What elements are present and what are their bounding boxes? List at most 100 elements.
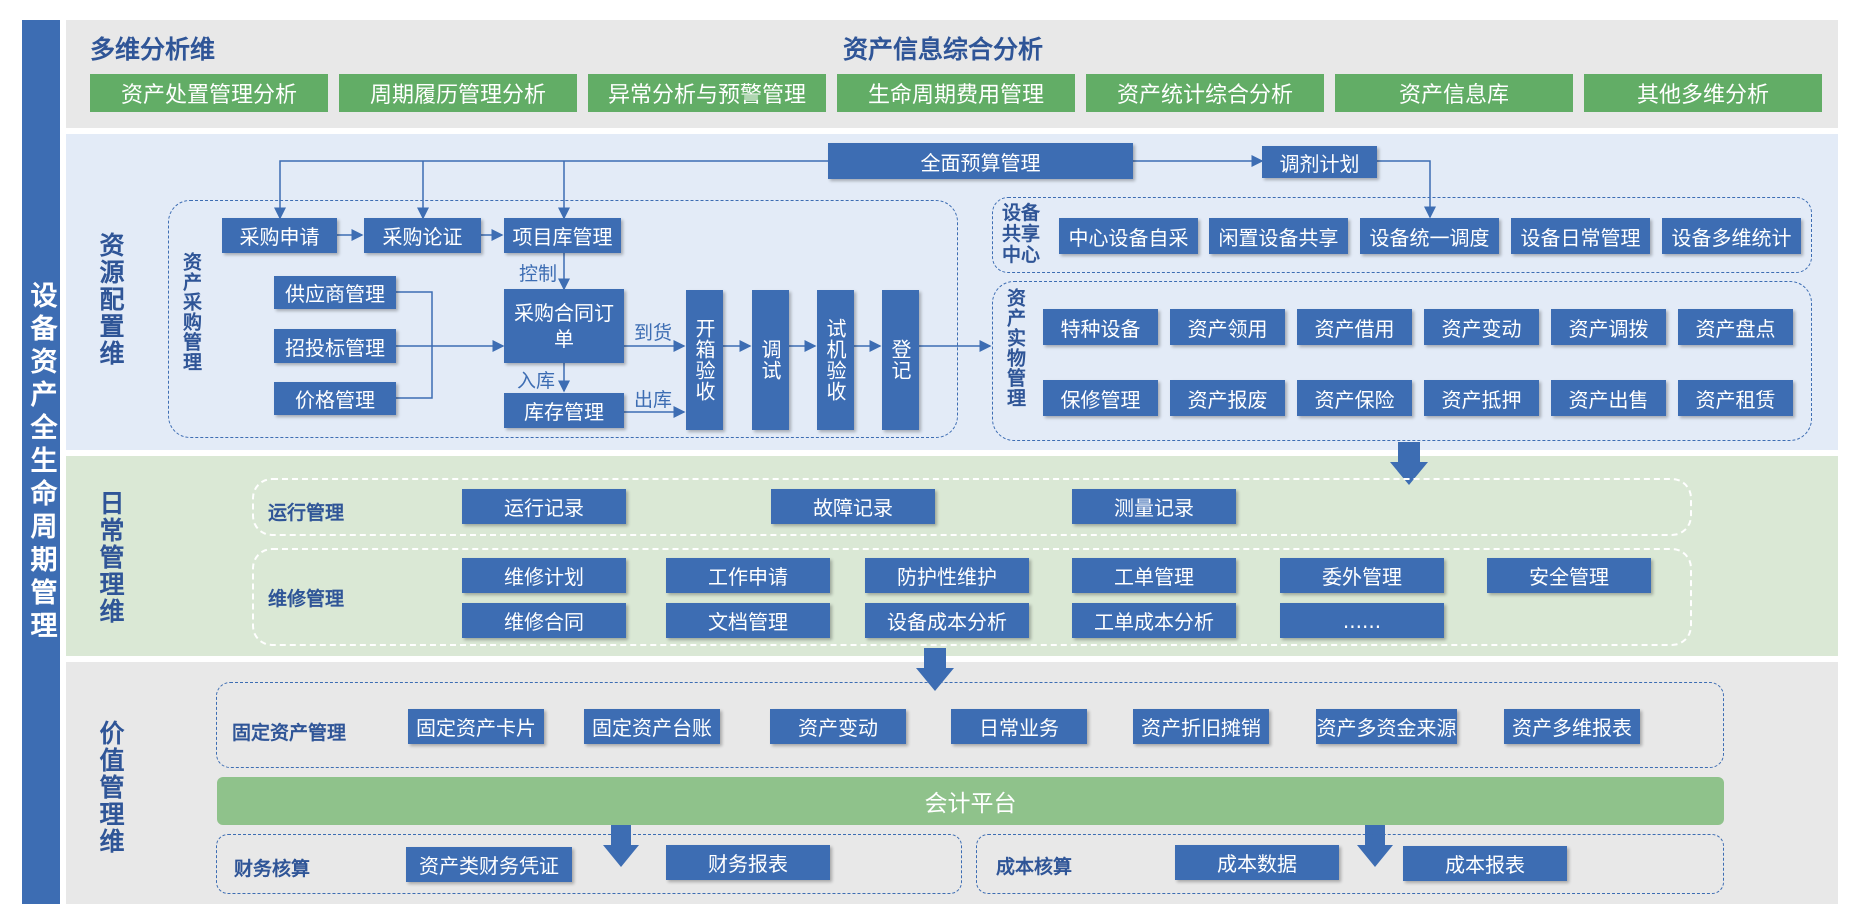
- accounting-platform[interactable]: 会计平台: [217, 777, 1724, 825]
- analysis-title: 资产信息综合分析: [843, 35, 1044, 64]
- share-center-group: [992, 197, 1812, 273]
- purchase-group: [168, 200, 958, 438]
- physical-sale[interactable]: 资产出售: [1551, 380, 1666, 416]
- purchase-request-box[interactable]: 采购申请: [222, 218, 337, 253]
- physical-insurance[interactable]: 资产保险: [1297, 380, 1412, 416]
- fixed-depreciation[interactable]: 资产折旧摊销: [1133, 709, 1269, 744]
- price-box[interactable]: 价格管理: [274, 382, 396, 415]
- cost-report[interactable]: 成本报表: [1403, 846, 1567, 881]
- share-item-dispatch[interactable]: 设备统一调度: [1360, 218, 1499, 254]
- fixed-change[interactable]: 资产变动: [770, 709, 906, 744]
- analysis-item-statistics[interactable]: 资产统计综合分析: [1086, 74, 1324, 112]
- maint-label: 维修管理: [268, 588, 345, 610]
- physical-receive[interactable]: 资产领用: [1170, 309, 1285, 345]
- physical-transfer[interactable]: 资产调拨: [1551, 309, 1666, 345]
- finance-voucher[interactable]: 资产类财务凭证: [406, 847, 572, 882]
- run-group: [252, 478, 1692, 536]
- arrow-platform-finance: [603, 825, 639, 867]
- supplier-box[interactable]: 供应商管理: [274, 276, 396, 309]
- plan-box[interactable]: 调剂计划: [1262, 146, 1377, 178]
- cost-group: [976, 834, 1724, 894]
- line-plan-dispatch: [1377, 160, 1436, 219]
- finance-group: [216, 834, 962, 894]
- analysis-item-disposal[interactable]: 资产处置管理分析: [90, 74, 328, 112]
- share-item-self-purchase[interactable]: 中心设备自采: [1059, 218, 1198, 254]
- maint-contract[interactable]: 维修合同: [462, 603, 626, 638]
- fixed-card[interactable]: 固定资产卡片: [408, 709, 544, 744]
- line-budget-left: [274, 160, 828, 220]
- fixed-label: 固定资产管理: [232, 722, 347, 744]
- outbound-label: 出库: [634, 389, 673, 411]
- fixed-ledger[interactable]: 固定资产台账: [584, 709, 720, 744]
- inbound-label: 入库: [517, 370, 556, 392]
- finance-label: 财务核算: [234, 858, 311, 880]
- trial-box[interactable]: 试机验收: [817, 290, 854, 430]
- bidding-box[interactable]: 招投标管理: [274, 329, 396, 363]
- physical-group: [992, 281, 1812, 441]
- maint-work-request[interactable]: 工作申请: [666, 558, 830, 593]
- maint-safety[interactable]: 安全管理: [1487, 558, 1651, 593]
- maint-preventive[interactable]: 防护性维护: [865, 558, 1029, 593]
- contract-box[interactable]: 采购合同订单: [504, 289, 624, 363]
- daily-dim-label: 日常管理维: [96, 490, 125, 625]
- share-item-stats[interactable]: 设备多维统计: [1662, 218, 1801, 254]
- physical-borrow[interactable]: 资产借用: [1297, 309, 1412, 345]
- analysis-item-info-lib[interactable]: 资产信息库: [1335, 74, 1573, 112]
- arrow-daily-value: [916, 648, 954, 691]
- maint-order-cost[interactable]: 工单成本分析: [1072, 603, 1236, 638]
- maint-document[interactable]: 文档管理: [666, 603, 830, 638]
- accounting-platform-label: 会计平台: [924, 791, 1017, 817]
- physical-change[interactable]: 资产变动: [1424, 309, 1539, 345]
- side-title: 设备资产全生命周期管理: [25, 280, 57, 644]
- measure-record[interactable]: 测量记录: [1072, 489, 1236, 524]
- physical-group-label: 资产实物管理: [1004, 288, 1026, 408]
- fixed-group: [216, 682, 1724, 768]
- purchase-argue-box[interactable]: 采购论证: [364, 218, 481, 253]
- maint-plan[interactable]: 维修计划: [462, 558, 626, 593]
- fixed-report[interactable]: 资产多维报表: [1504, 709, 1640, 744]
- analysis-item-anomaly[interactable]: 异常分析与预警管理: [588, 74, 826, 112]
- maint-outsource[interactable]: 委外管理: [1280, 558, 1444, 593]
- arrow-resource-daily: [1390, 442, 1428, 485]
- physical-scrap[interactable]: 资产报废: [1170, 380, 1285, 416]
- physical-inventory[interactable]: 资产盘点: [1678, 309, 1793, 345]
- fault-record[interactable]: 故障记录: [771, 489, 935, 524]
- arrive-label: 到货: [634, 322, 673, 344]
- share-item-daily[interactable]: 设备日常管理: [1511, 218, 1650, 254]
- cost-label: 成本核算: [996, 856, 1073, 878]
- share-item-idle-share[interactable]: 闲置设备共享: [1209, 218, 1348, 254]
- maint-equipment-cost[interactable]: 设备成本分析: [865, 603, 1029, 638]
- fixed-funding[interactable]: 资产多资金来源: [1316, 709, 1457, 744]
- cost-data[interactable]: 成本数据: [1175, 845, 1339, 880]
- run-record[interactable]: 运行记录: [462, 489, 626, 524]
- debug-box[interactable]: 调试: [752, 290, 789, 430]
- purchase-group-label: 资产采购管理: [180, 252, 202, 372]
- line-supplier-bracket: [396, 291, 433, 399]
- side-title-bar: 设备资产全生命周期管理: [22, 20, 60, 904]
- analysis-item-history[interactable]: 周期履历管理分析: [339, 74, 577, 112]
- value-dim-label: 价值管理维: [96, 720, 125, 855]
- analysis-item-lifecycle-cost[interactable]: 生命周期费用管理: [837, 74, 1075, 112]
- project-lib-box[interactable]: 项目库管理: [504, 218, 621, 253]
- physical-lease[interactable]: 资产租赁: [1678, 380, 1793, 416]
- control-label: 控制: [519, 263, 558, 285]
- register-box[interactable]: 登记: [882, 290, 919, 430]
- stock-box[interactable]: 库存管理: [504, 393, 624, 428]
- unpack-box[interactable]: 开箱验收: [686, 290, 723, 430]
- share-center-label: 设备共享中心: [1002, 202, 1041, 266]
- maint-more[interactable]: ......: [1280, 603, 1444, 638]
- analysis-dim-label: 多维分析维: [90, 35, 216, 64]
- fixed-daily[interactable]: 日常业务: [951, 709, 1087, 744]
- run-label: 运行管理: [268, 502, 345, 524]
- physical-warranty[interactable]: 保修管理: [1043, 380, 1158, 416]
- resource-dim-label: 资源配置维: [96, 232, 125, 367]
- physical-mortgage[interactable]: 资产抵押: [1424, 380, 1539, 416]
- analysis-item-other[interactable]: 其他多维分析: [1584, 74, 1822, 112]
- physical-special[interactable]: 特种设备: [1043, 309, 1158, 345]
- arrow-platform-cost: [1357, 825, 1393, 867]
- maint-work-order[interactable]: 工单管理: [1072, 558, 1236, 593]
- budget-box[interactable]: 全面预算管理: [828, 143, 1133, 179]
- maint-group: [252, 548, 1692, 646]
- finance-report[interactable]: 财务报表: [666, 845, 830, 880]
